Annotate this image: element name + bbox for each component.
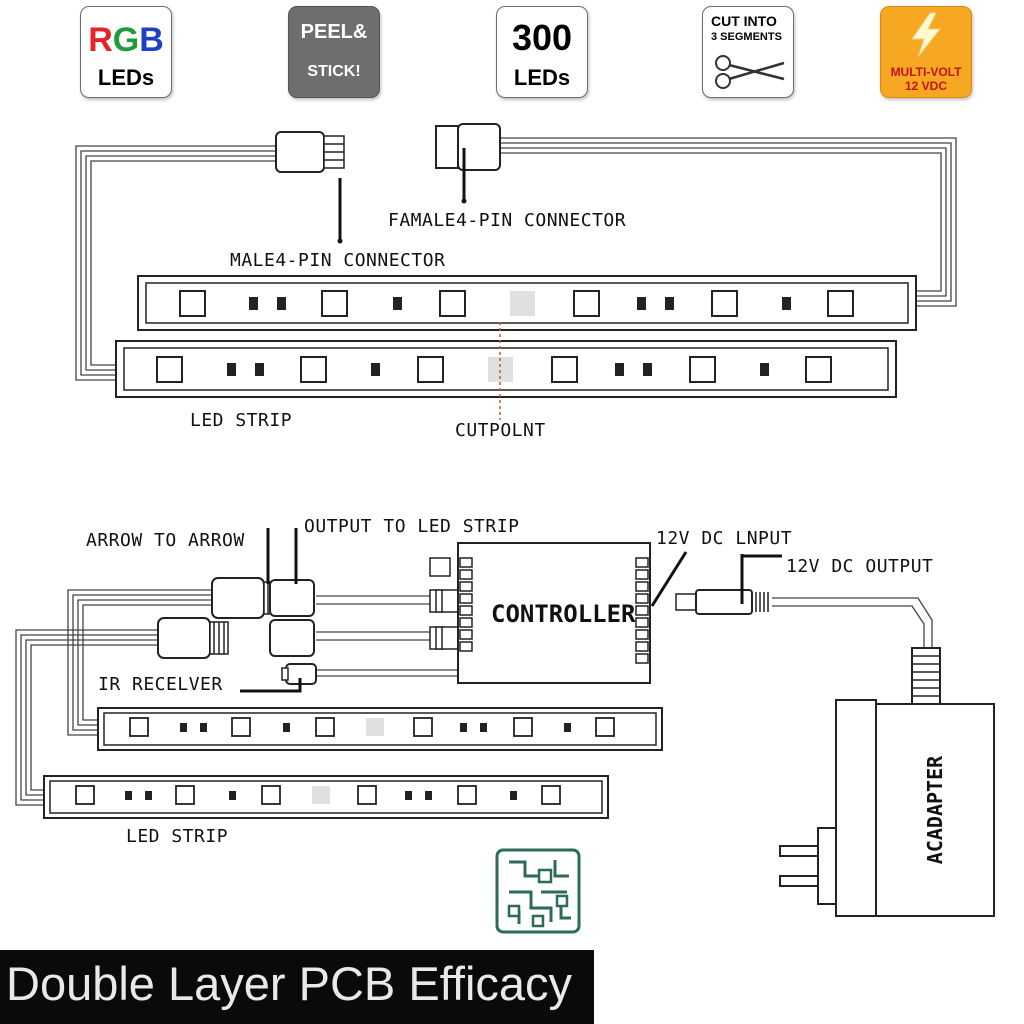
leds-count-sub: LEDs [513, 65, 571, 90]
controller-label: CONTROLLER [491, 600, 636, 628]
top-wires [75, 137, 957, 381]
footer-text: Double Layer PCB Efficacy [6, 957, 573, 1010]
lightning-icon [911, 12, 942, 58]
rgb-letter-g: G [112, 21, 140, 59]
scissors-icon [715, 55, 785, 89]
controller-box [429, 542, 651, 684]
top-led-strip-label: LED STRIP [190, 410, 293, 431]
circuit-board-icon [495, 848, 581, 934]
cutpoint-label: CUTPOLNT [455, 420, 546, 441]
rgb-leds-badge: RGB LEDs [80, 6, 172, 98]
rgb-leds-sub: LEDs [97, 65, 155, 90]
bottom-led-strip-label: LED STRIP [126, 826, 229, 847]
arrow-to-arrow-label: ARROW TO ARROW [86, 530, 245, 551]
peel-stick-badge: PEEL& STICK! [288, 6, 380, 98]
bottom-led-strip-lower [43, 775, 609, 819]
rgb-letter-b: B [139, 21, 164, 59]
male-4pin-connector [275, 131, 345, 173]
cut-segments-badge: CUT INTO 3 SEGMENTS [702, 6, 794, 98]
dc-input-label: 12V DC LNPUT [656, 528, 793, 549]
adapter-label: ACADAPTER [923, 755, 947, 865]
ir-receiver-label: IR RECELVER [98, 674, 223, 695]
peel-line2: STICK! [307, 63, 361, 80]
volt-line2: 12 VDC [904, 79, 948, 93]
peel-line1: PEEL& [300, 21, 368, 43]
output-connector-upper [269, 579, 315, 617]
output-connector-lower [269, 619, 315, 657]
leds-count-badge: 300 LEDs [496, 6, 588, 98]
female-4pin-connector [435, 123, 501, 171]
bottom-led-strip-upper [97, 707, 663, 751]
dc-jack [675, 589, 769, 615]
cut-line1: CUT INTO [711, 13, 777, 29]
top-led-strip-back [137, 275, 917, 331]
footer-banner: Double Layer PCB Efficacy [0, 950, 594, 1024]
bottom-leaders [240, 528, 782, 693]
leds-count-number: 300 [511, 17, 573, 58]
output-to-strip-label: OUTPUT TO LED STRIP [304, 516, 520, 537]
top-led-strip-front [115, 340, 897, 398]
controller-inputs [429, 589, 459, 650]
cut-line2: 3 SEGMENTS [711, 31, 782, 43]
second-strip-plug [157, 617, 229, 659]
female-connector-label: FAMALE4-PIN CONNECTOR [388, 210, 627, 231]
bottom-wires [15, 589, 933, 806]
volt-line1: MULTI-VOLT [890, 65, 962, 79]
ac-adapter [779, 647, 995, 917]
male-connector-label: MALE4-PIN CONNECTOR [230, 250, 446, 271]
dc-output-label: 12V DC OUTPUT [786, 556, 934, 577]
multi-volt-badge: MULTI-VOLT 12 VDC [880, 6, 972, 98]
rgb-letter-r: R [88, 21, 113, 59]
